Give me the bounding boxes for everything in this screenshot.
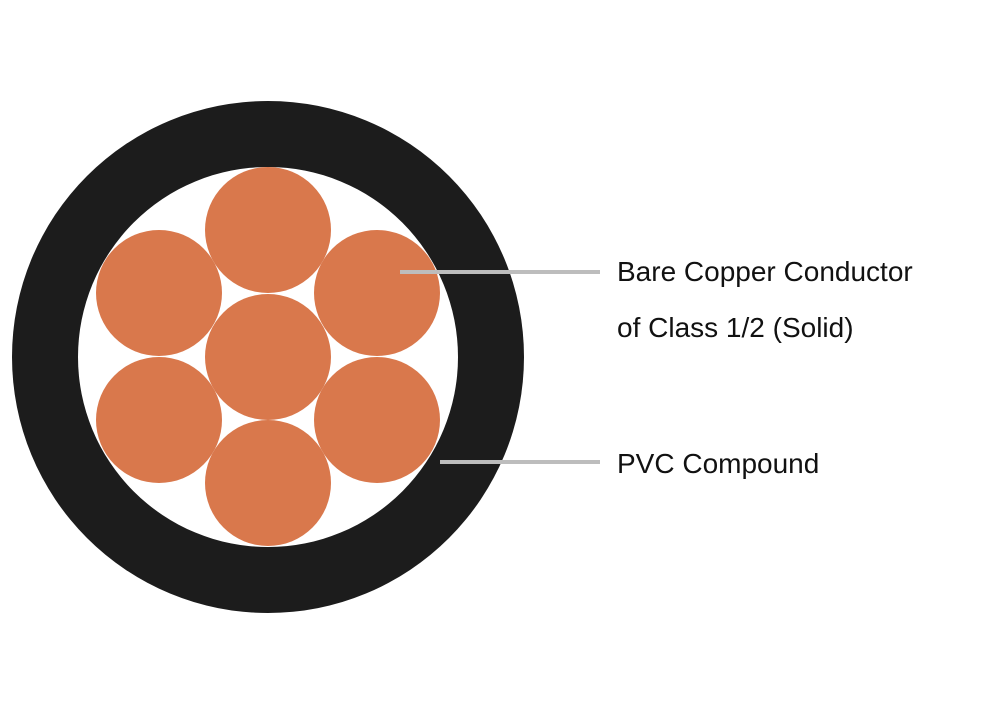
- copper-strand-lower-left: [96, 357, 222, 483]
- copper-strand-center: [205, 294, 331, 420]
- insulation-label: PVC Compound: [617, 448, 820, 479]
- conductor-label-line1: Bare Copper Conductor: [617, 256, 913, 287]
- copper-strand-upper-right: [314, 230, 440, 356]
- copper-strand-top: [205, 167, 331, 293]
- copper-strand-upper-left: [96, 230, 222, 356]
- copper-strand-bottom: [205, 420, 331, 546]
- conductor-label-line2: of Class 1/2 (Solid): [617, 312, 854, 343]
- copper-strand-lower-right: [314, 357, 440, 483]
